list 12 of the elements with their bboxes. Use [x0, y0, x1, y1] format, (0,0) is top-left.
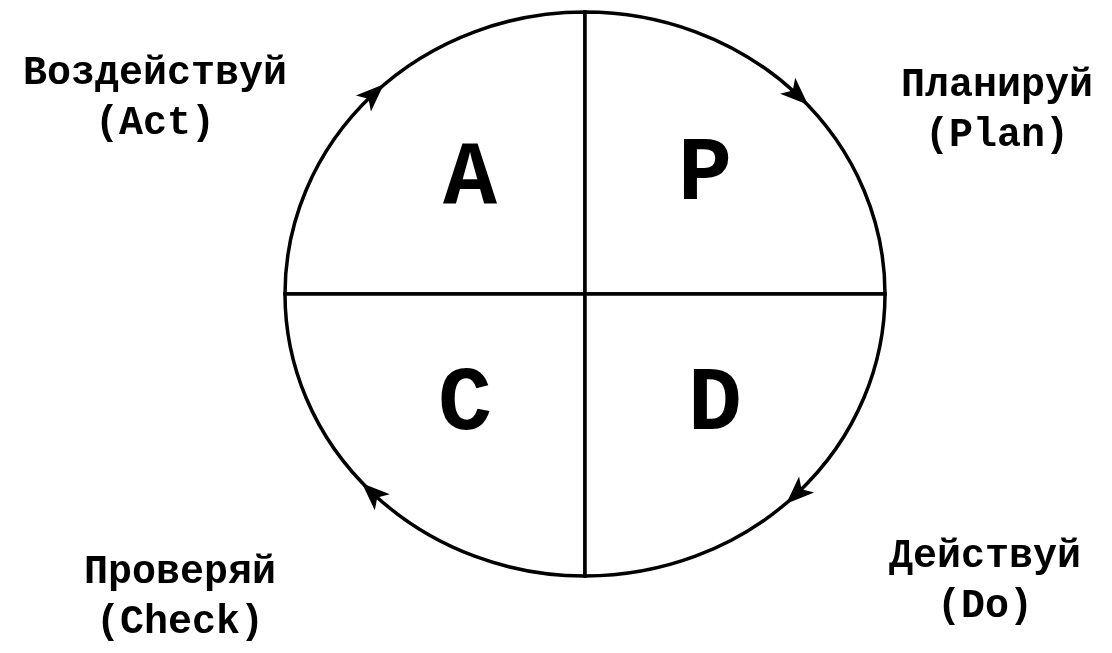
quadrant-sector	[285, 294, 585, 576]
stage-label: Планируй (Plan)	[901, 62, 1093, 160]
stage-label: Проверяй (Check)	[84, 549, 276, 647]
quadrant-letter: P	[678, 130, 732, 220]
quadrant-letter: C	[438, 360, 492, 450]
quadrant-sector	[285, 12, 585, 294]
stage-label: Действуй (Do)	[889, 533, 1081, 631]
stage-label: Воздействуй (Act)	[23, 50, 287, 148]
quadrant-letter: D	[688, 360, 742, 450]
quadrant-sector	[585, 294, 885, 576]
quadrant-letter: A	[443, 135, 497, 225]
quadrant-sector	[585, 12, 885, 294]
